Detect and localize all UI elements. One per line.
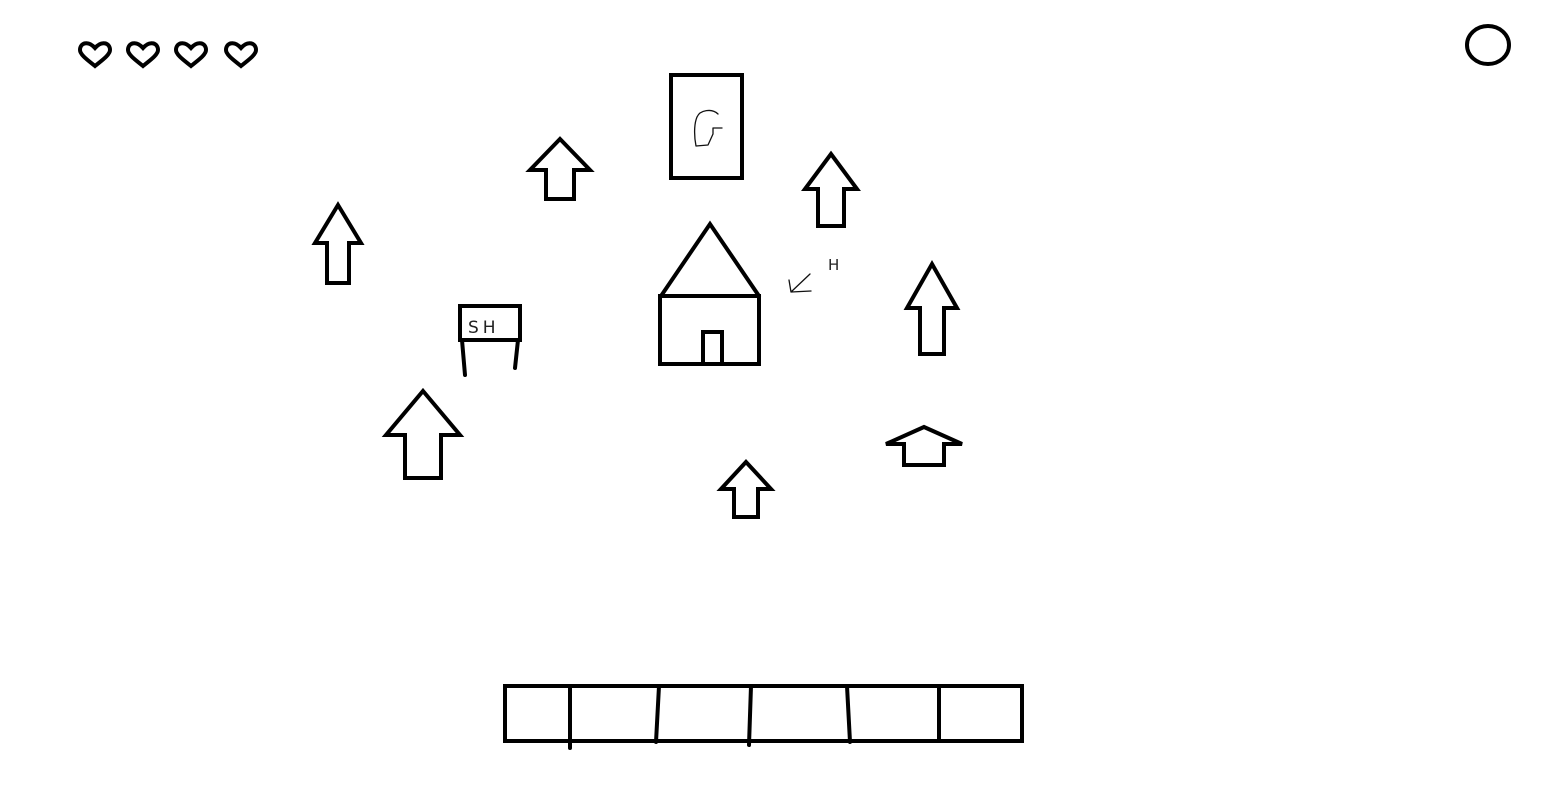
heart-icon (223, 41, 259, 69)
lives-display (77, 41, 259, 69)
goal-sign[interactable]: G (669, 73, 744, 180)
hotbar-slot[interactable] (849, 688, 937, 739)
hotbar-divider (654, 684, 661, 744)
heart-icon (125, 41, 161, 69)
arrow-up-icon[interactable] (801, 150, 861, 228)
hotbar (503, 684, 1024, 750)
hotbar-slot[interactable] (572, 688, 657, 739)
arrow-up-icon[interactable] (381, 387, 465, 480)
home-house[interactable] (658, 220, 761, 366)
hotbar-slot[interactable] (941, 688, 1020, 739)
hotbar-slot[interactable] (661, 688, 749, 739)
heart-icon (173, 41, 209, 69)
hotbar-divider (747, 684, 753, 747)
menu-circle-button[interactable] (1465, 24, 1511, 66)
hotbar-frame (503, 684, 1024, 743)
arrow-up-icon[interactable] (903, 259, 961, 356)
home-hint-label: H (828, 256, 839, 274)
home-hint: H (788, 256, 839, 293)
arrow-up-icon[interactable] (716, 459, 776, 519)
goal-sign-label: G (706, 131, 707, 133)
house-door[interactable] (701, 330, 724, 366)
arrow-markers (311, 136, 963, 519)
hotbar-divider (845, 684, 852, 744)
shop-sign-label: SH (468, 318, 500, 338)
hotbar-slot[interactable] (753, 688, 845, 739)
arrow-up-icon[interactable] (525, 136, 595, 201)
arrow-up-icon[interactable] (885, 424, 963, 467)
arrow-up-icon[interactable] (311, 201, 365, 285)
hotbar-slot[interactable] (507, 688, 568, 739)
shop-sign[interactable]: SH (458, 304, 522, 377)
heart-icon (77, 41, 113, 69)
goal-letter-glyph (693, 109, 723, 147)
